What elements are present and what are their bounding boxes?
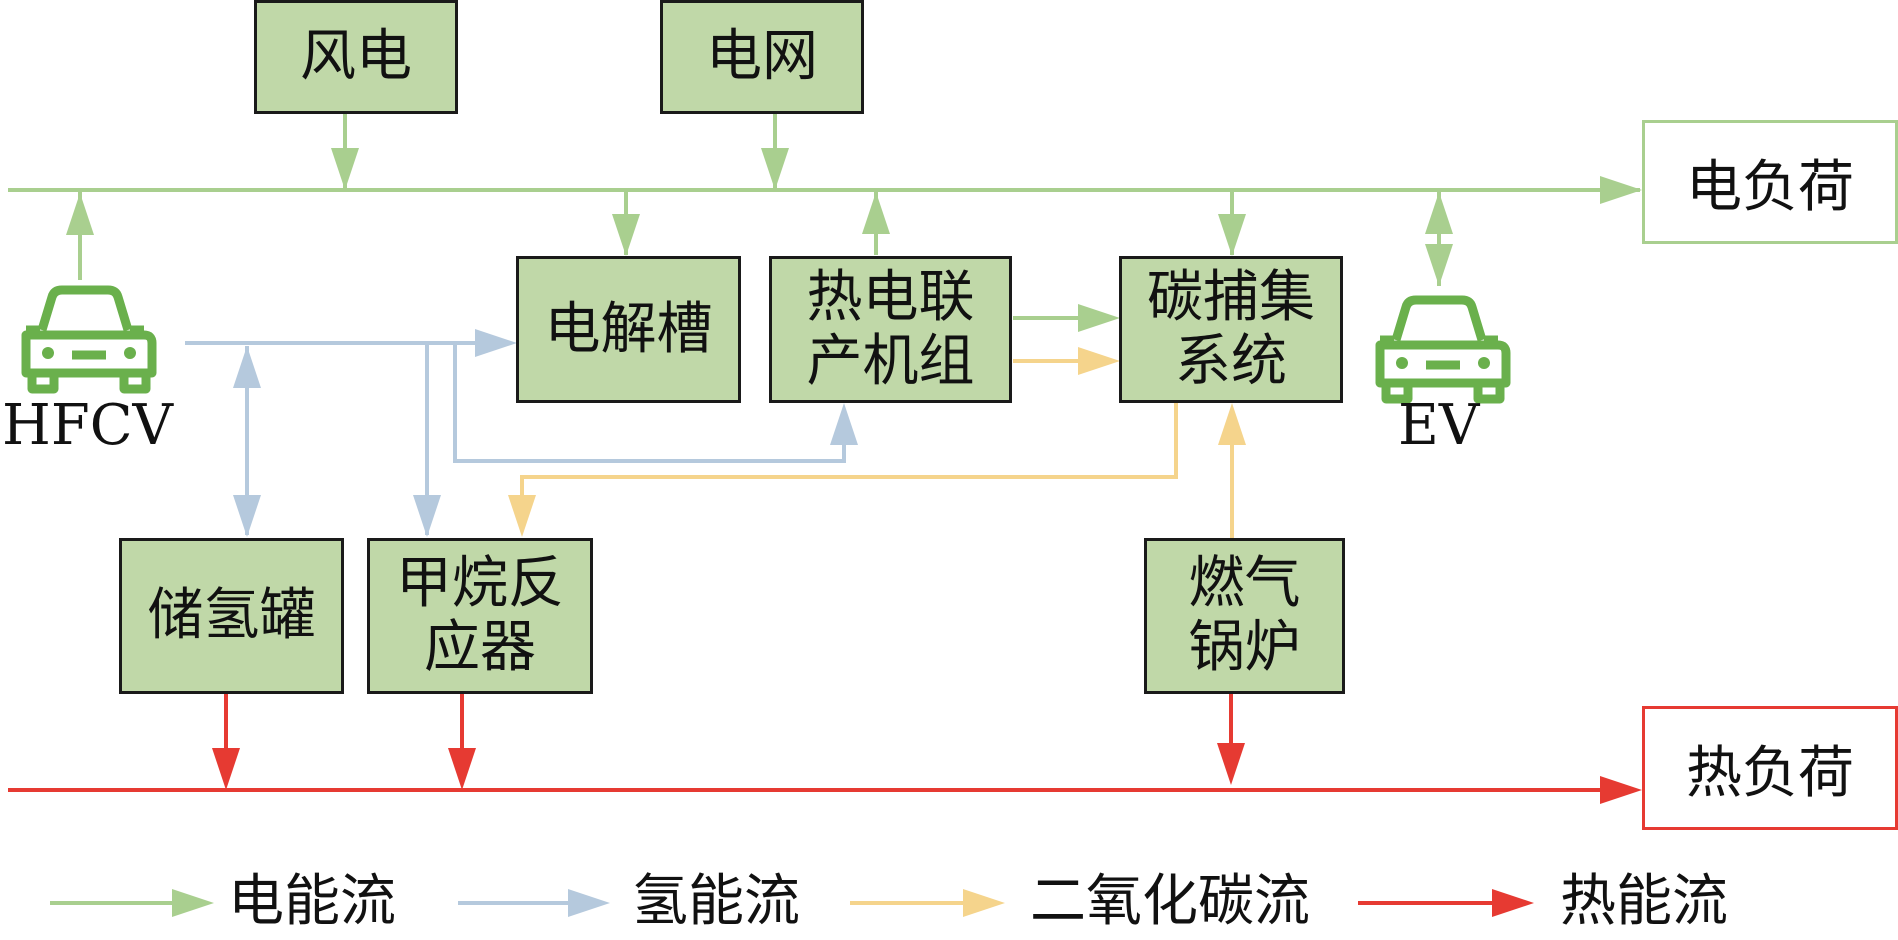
legend-lines	[50, 889, 1534, 917]
wind-power-box: 风电	[254, 0, 458, 114]
grid-box: 电网	[660, 0, 864, 114]
electric-bus-arrowhead	[1600, 176, 1642, 204]
ev-label: EV	[1398, 393, 1480, 458]
electric-flows	[8, 113, 1642, 332]
carbon-capture-box: 碳捕集 系统	[1119, 256, 1343, 403]
co2-flows	[508, 347, 1246, 538]
legend-hydrogen-label: 氢能流	[632, 869, 800, 934]
hydrogen-flows	[185, 329, 858, 537]
heat-flows	[8, 693, 1642, 804]
legend-electric-label: 电能流	[228, 869, 396, 934]
chp-unit-box: 热电联 产机组	[769, 256, 1012, 403]
electrolyzer-box: 电解槽	[516, 256, 741, 403]
gas-boiler-box: 燃气 锅炉	[1144, 538, 1345, 694]
legend-heat-label: 热能流	[1560, 869, 1728, 934]
hfcv-label: HFCV	[2, 393, 173, 458]
methanation-reactor-box: 甲烷反 应器	[367, 538, 593, 694]
heat-load-box: 热负荷	[1642, 706, 1898, 830]
legend-co2-label: 二氧化碳流	[1030, 869, 1310, 934]
car-icon	[1375, 295, 1511, 404]
car-icon	[21, 285, 157, 394]
hydrogen-storage-box: 储氢罐	[119, 538, 344, 694]
electric-load-box: 电负荷	[1642, 120, 1898, 244]
